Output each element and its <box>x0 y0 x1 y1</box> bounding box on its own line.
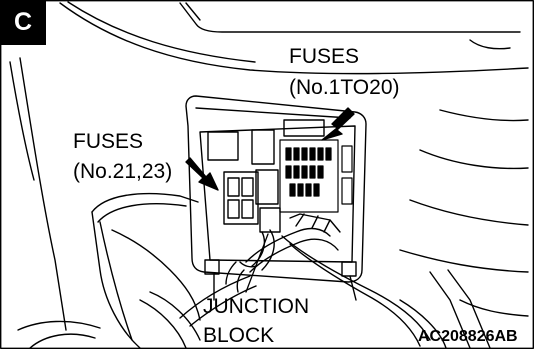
view-label-badge: C <box>0 0 46 45</box>
leader-junction-block <box>245 233 269 293</box>
junction-block-housing <box>185 95 367 301</box>
relay-blocks <box>207 119 325 233</box>
mount-tab-right <box>341 261 357 277</box>
mount-tab-left <box>204 259 220 275</box>
callout-fuses-1-20-line1: FUSES <box>289 45 360 68</box>
callout-fuses-1-20-line2: (No.1TO20) <box>289 76 400 99</box>
callout-fuses-21-23-line1: FUSES <box>73 130 144 153</box>
view-label: C <box>13 8 33 36</box>
arrow-fuses-21-23 <box>185 157 219 191</box>
figure-code: AC208826AB <box>418 328 518 345</box>
callout-junction-block-line1: JUNCTION <box>203 295 310 318</box>
callout-junction-block-line2: BLOCK <box>203 324 275 347</box>
lower-panel <box>399 269 529 349</box>
knee-panel <box>17 192 201 349</box>
wiring-harness <box>179 213 431 347</box>
fuse-slots-21-23 <box>223 171 259 225</box>
callout-fuses-21-23-line2: (No.21,23) <box>73 160 173 183</box>
fuse-cluster-1-20 <box>279 139 353 213</box>
dashboard-panel <box>9 1 529 331</box>
arrow-fuses-1-20 <box>321 107 355 141</box>
